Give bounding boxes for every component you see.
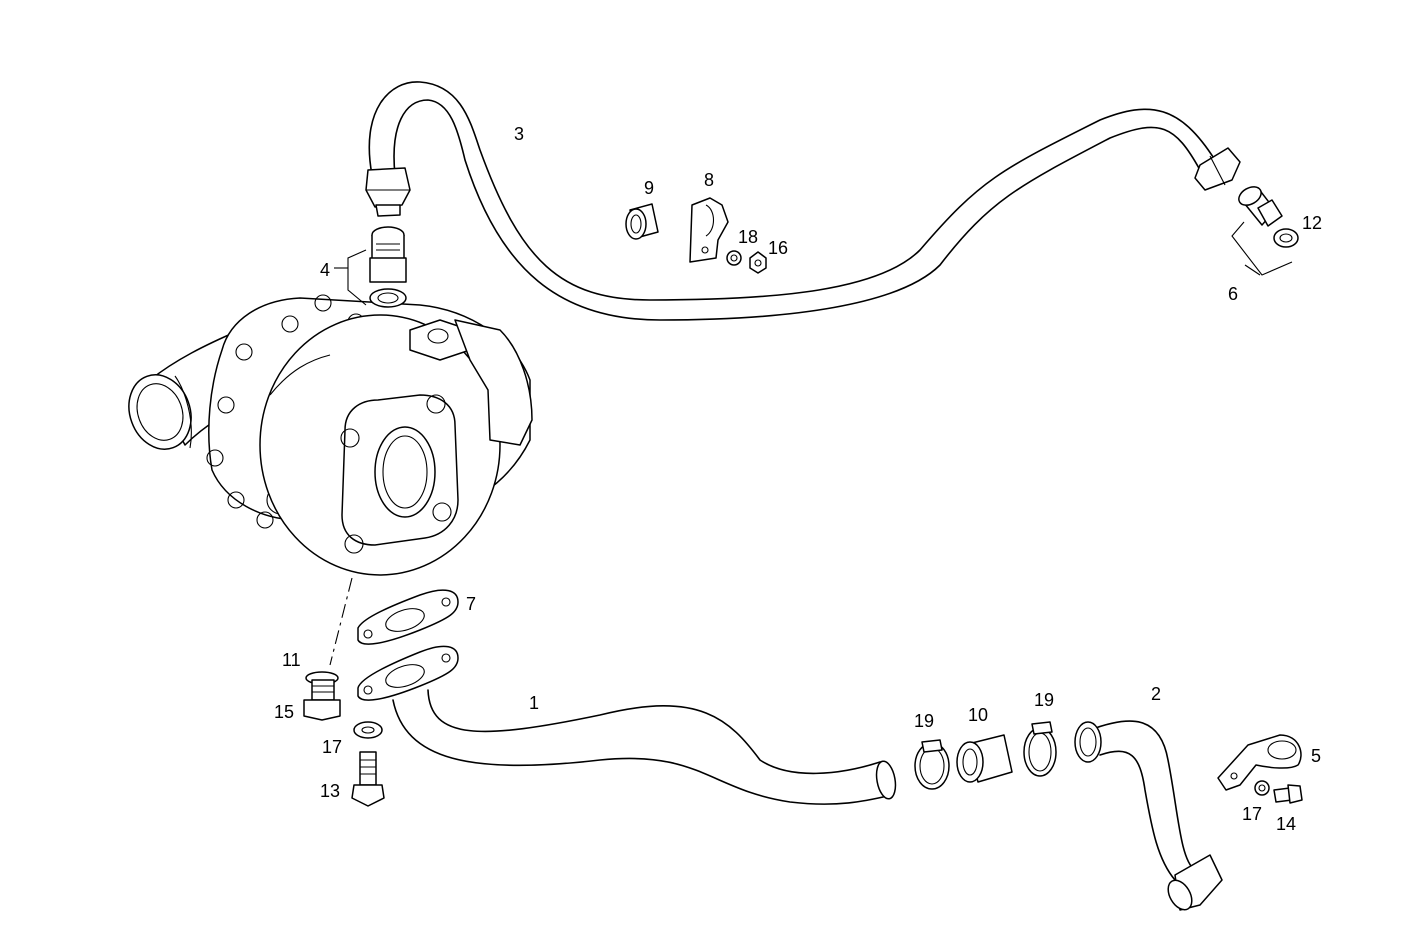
callout-18: 18: [738, 227, 758, 247]
bracket-8: [689, 197, 729, 263]
callout-19-right: 19: [1034, 690, 1054, 710]
callout-8: 8: [704, 170, 714, 190]
callout-15: 15: [274, 702, 294, 722]
callout-6: 6: [1228, 284, 1238, 304]
union-fitting-4: [334, 226, 407, 308]
screw-14: [1273, 784, 1303, 804]
callout-4: 4: [320, 260, 330, 280]
oil-feed-pipe: [365, 81, 1241, 321]
callout-7: 7: [466, 594, 476, 614]
turbocharger-housing: [128, 294, 533, 666]
callout-13: 13: [320, 781, 340, 801]
gasket-7: [357, 589, 459, 645]
callout-12: 12: [1302, 213, 1322, 233]
hose-clamp-19-left: [914, 739, 950, 790]
bolt-13: [351, 751, 385, 807]
callout-10: 10: [968, 705, 988, 725]
callout-14: 14: [1276, 814, 1296, 834]
oil-drain-pipe: [357, 645, 897, 805]
callout-3: 3: [514, 124, 524, 144]
washer-17b: [1254, 780, 1270, 796]
callout-2: 2: [1151, 684, 1161, 704]
callout-11: 11: [282, 650, 301, 670]
hose-10: [956, 734, 1013, 783]
union-fitting-6: [1231, 186, 1299, 276]
callout-9: 9: [644, 178, 654, 198]
washer-17: [353, 721, 383, 739]
callout-5: 5: [1311, 746, 1321, 766]
drain-pipe-2: [1074, 720, 1223, 911]
hose-clamp-19-right: [1023, 721, 1057, 777]
nut-16: [749, 251, 767, 274]
sleeve-9: [625, 203, 659, 240]
callout-19-left: 19: [914, 711, 934, 731]
callout-1: 1: [529, 693, 539, 713]
nut-18: [726, 250, 742, 266]
plug-15: [303, 679, 341, 721]
clip-5: [1217, 734, 1302, 791]
callout-16: 16: [768, 238, 788, 258]
callout-17-left: 17: [322, 737, 342, 757]
callout-17-right: 17: [1242, 804, 1262, 824]
